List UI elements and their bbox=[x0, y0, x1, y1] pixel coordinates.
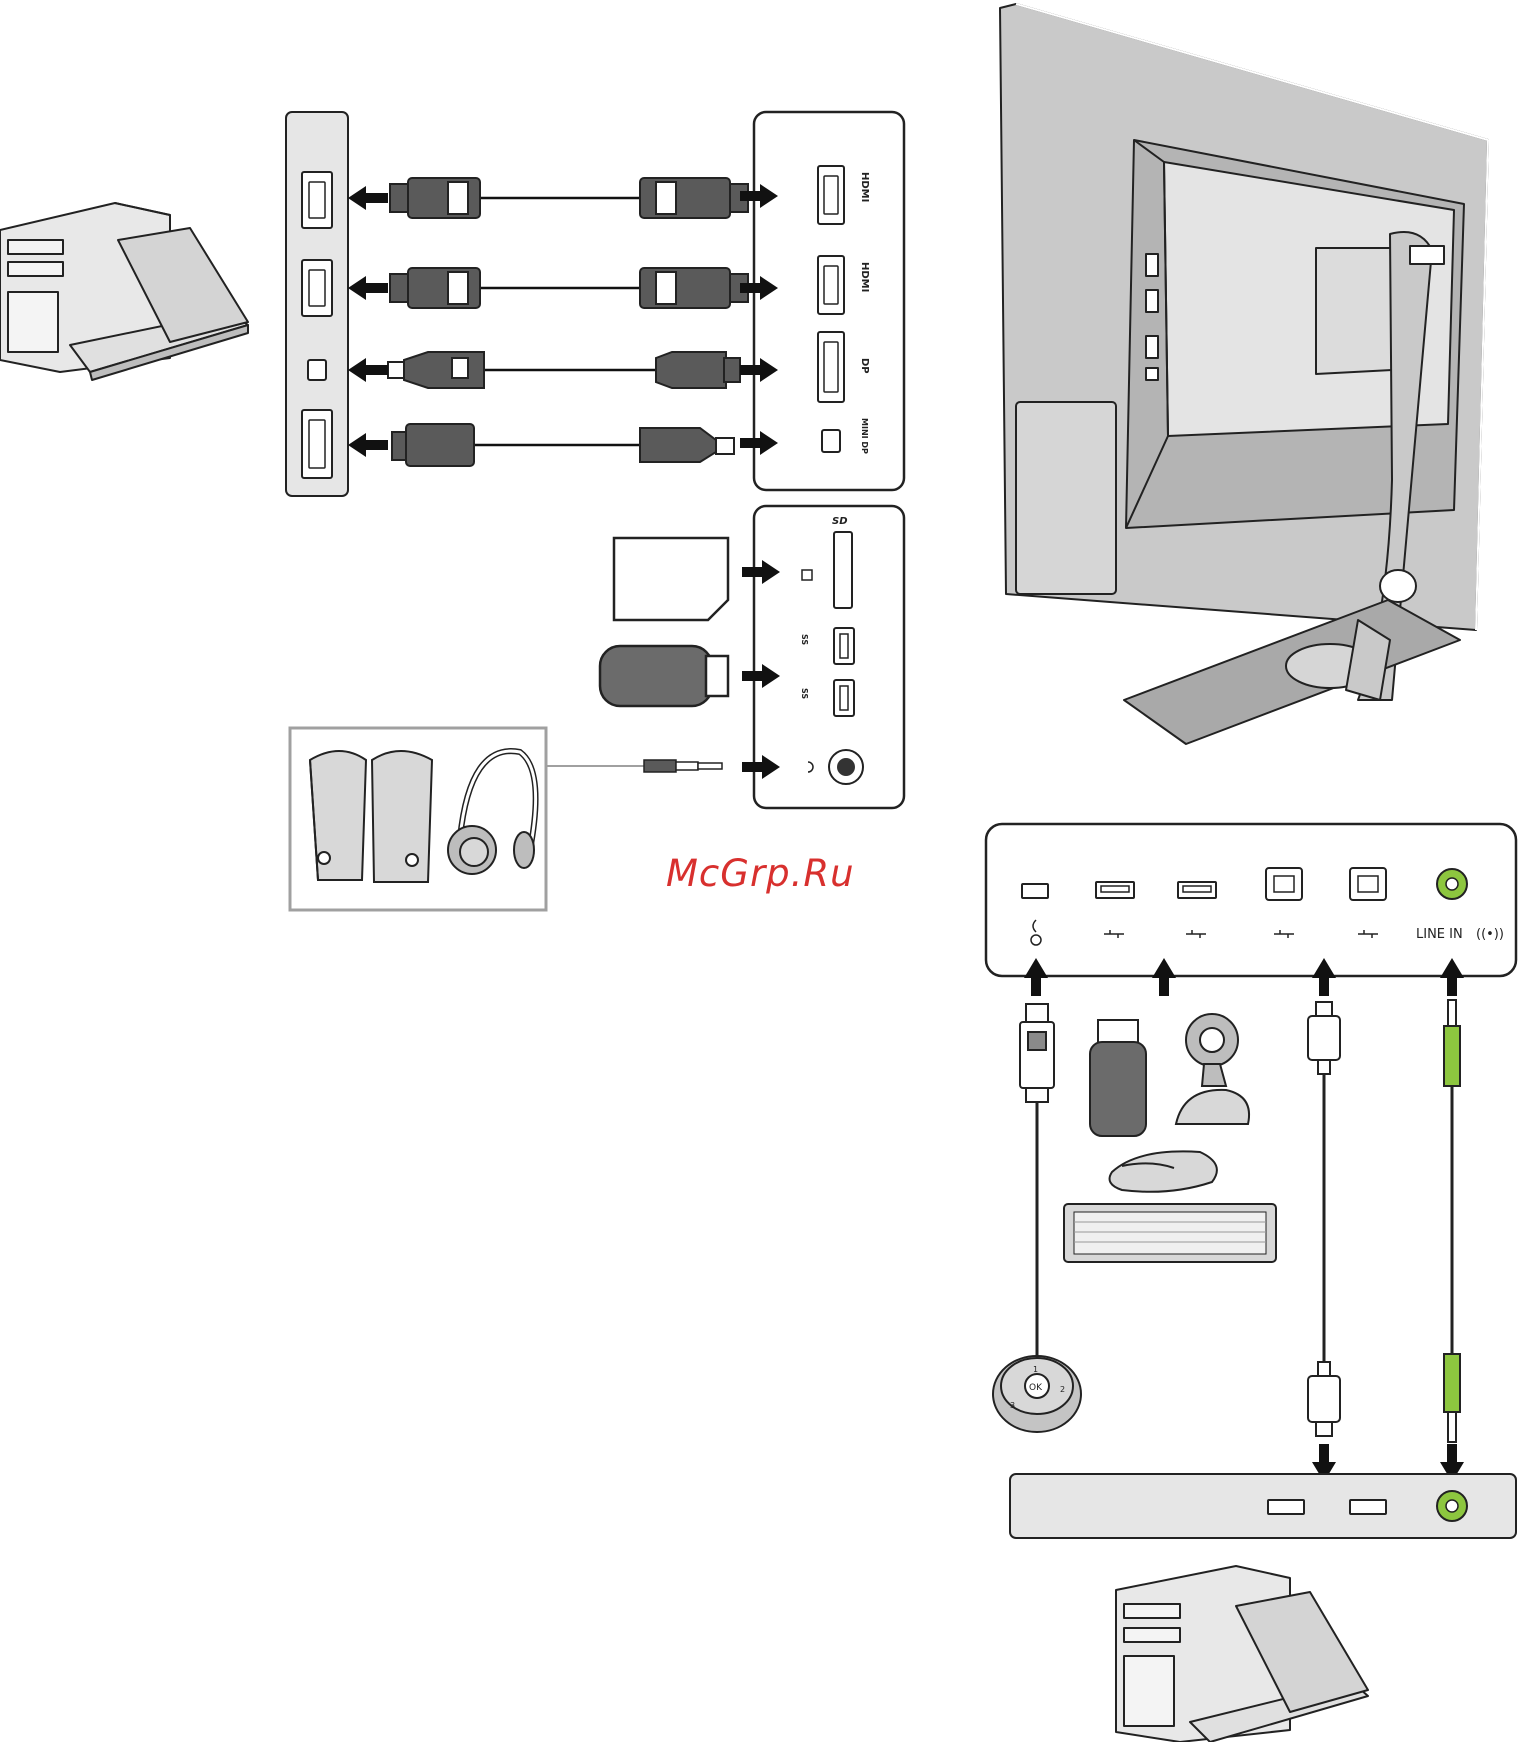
puck-key-3: 3 bbox=[1010, 1401, 1015, 1410]
arrows-to-pc bbox=[348, 186, 388, 457]
monitor-hdmi-port-1 bbox=[818, 166, 844, 224]
label-dp: DP bbox=[859, 358, 870, 374]
webcam bbox=[1176, 1014, 1249, 1124]
controller-port bbox=[1022, 884, 1048, 898]
usb-upstream-port-2 bbox=[1350, 868, 1386, 900]
puck-key-2: 2 bbox=[1060, 1385, 1065, 1394]
line-in-icon: ((•)) bbox=[1476, 927, 1504, 942]
usb-upstream-port-1 bbox=[1266, 868, 1302, 900]
monitor-rear-illustration bbox=[1000, 4, 1488, 744]
keyboard bbox=[1064, 1204, 1276, 1262]
watermark-text: McGrp.Ru bbox=[666, 852, 855, 895]
label-mini-dp: MINI DP bbox=[860, 418, 869, 454]
controller-cable bbox=[1020, 1004, 1054, 1360]
speaker-left bbox=[310, 751, 366, 880]
video-cables bbox=[470, 198, 656, 445]
puck-ok-key: OK bbox=[1029, 1383, 1043, 1393]
label-usb3-1: SS bbox=[800, 634, 809, 645]
computer-illustration-bottom bbox=[1116, 1566, 1368, 1742]
label-sd: SD bbox=[832, 516, 848, 527]
audio-plug bbox=[644, 760, 722, 772]
label-hdmi-2: HDMI bbox=[859, 262, 870, 292]
computer-usb-port-1 bbox=[1268, 1500, 1304, 1514]
line-in-audio-cable bbox=[1444, 1000, 1460, 1442]
pc-hdmi-port-2 bbox=[302, 260, 332, 316]
monitor-bottom-port-panel bbox=[986, 824, 1516, 976]
mouse bbox=[1110, 1151, 1217, 1191]
usb-flash-drive-2 bbox=[1090, 1020, 1146, 1136]
label-line-in: LINE IN bbox=[1416, 927, 1463, 942]
computer-illustration-top bbox=[0, 203, 248, 380]
usb-upstream-cable bbox=[1308, 1002, 1340, 1436]
puck-key-1: 1 bbox=[1033, 1365, 1038, 1374]
speaker-right bbox=[372, 751, 432, 882]
label-usb3-2: SS bbox=[800, 688, 809, 699]
sd-card bbox=[614, 538, 728, 620]
usb-flash-drive bbox=[600, 646, 728, 706]
monitor-hdmi-port-2 bbox=[818, 256, 844, 314]
sd-card-slot bbox=[834, 532, 852, 608]
computer-usb-port-2 bbox=[1350, 1500, 1386, 1514]
pc-hdmi-port-1 bbox=[302, 172, 332, 228]
label-hdmi-1: HDMI bbox=[859, 172, 870, 202]
monitor-mini-dp-port bbox=[822, 430, 840, 452]
pc-mini-dp-port bbox=[308, 360, 326, 380]
